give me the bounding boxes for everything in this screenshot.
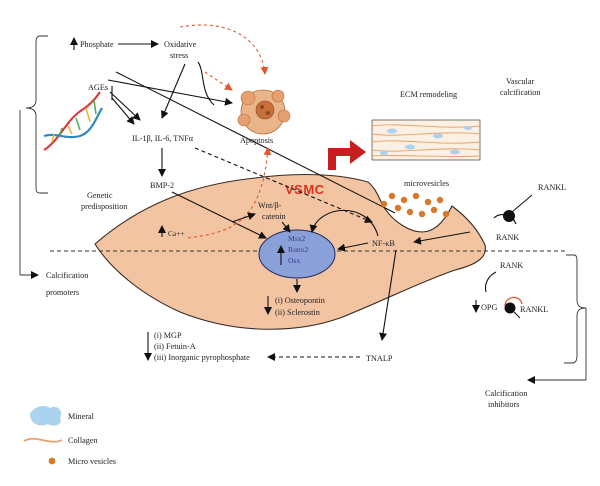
interleukins-label: IL-1β, IL-6, TNFα	[132, 134, 194, 143]
calcium-to-wnt	[231, 212, 256, 223]
rankl-top-label: RANKL	[538, 183, 566, 192]
red-thick-arrow	[328, 140, 366, 170]
genetic-label-2: predisposition	[81, 202, 127, 211]
mgp-label: (i) MGP	[154, 331, 182, 340]
inhibitors-label-2: inhibitors	[488, 400, 519, 409]
nfkb-to-nucleus	[337, 242, 369, 252]
promoters-bracket	[25, 35, 48, 194]
apoptosis-label: Apoptosis	[240, 136, 273, 145]
ages-long-line	[115, 71, 396, 214]
tnalp-label: TNALP	[366, 354, 393, 363]
vascular-label-2: calcification	[500, 88, 540, 97]
bmp2-to-nucleus	[171, 191, 267, 239]
calcium-label: Ca++	[168, 229, 185, 238]
oxidative-to-apoptosis-dashed	[204, 71, 233, 91]
wnt-label-2: catenin	[262, 212, 286, 221]
ages-label: AGEs	[88, 83, 108, 92]
legend-micro-vesicles: Micro vesicles	[68, 457, 116, 466]
vascular-label-1: Vascular	[506, 77, 534, 86]
nfkb-label: NF-κB	[372, 239, 395, 248]
sclerostin-label: (ii) Sclerostin	[275, 308, 320, 317]
wnt-to-nucleus	[281, 221, 291, 233]
collagen-legend-icon	[23, 437, 63, 443]
receptor-icon	[493, 194, 533, 225]
osx-label: Osx	[288, 256, 300, 265]
inhibitors-bracket	[564, 254, 587, 364]
il-to-nfkb-dashed	[194, 147, 373, 223]
mineral-legend-icon	[30, 406, 62, 426]
microvesicles-label: microvesicles	[404, 179, 449, 188]
rankl-mid-label: RANKL	[520, 305, 548, 314]
legend-collagen: Collagen	[68, 436, 98, 445]
promoters-label-2: promoters	[46, 288, 79, 297]
bmp2-label: BMP-2	[150, 181, 174, 190]
ages-to-il-left	[111, 97, 135, 125]
microvesicles-cluster	[380, 192, 450, 218]
dna-helix-icon	[43, 91, 103, 151]
legend-mineral: Mineral	[68, 412, 95, 421]
oxidative-label-1: Oxidative	[164, 40, 197, 49]
rank-to-nfkb	[413, 231, 471, 245]
oxidative-to-il	[161, 63, 186, 119]
oxidative-label-2: stress	[170, 51, 188, 60]
rank-top-label: RANK	[496, 233, 519, 242]
genetic-label-1: Genetic	[87, 191, 113, 200]
inhibitors-label-1: Calcification	[485, 389, 527, 398]
opg-label: OPG	[481, 303, 497, 312]
runx2-label: Runx2	[288, 245, 308, 254]
rank-receptor-icon	[484, 271, 497, 293]
osteopontin-label: (i) Osteopontin	[275, 296, 325, 305]
legend: Mineral Collagen Micro vesicles	[23, 406, 116, 466]
phosphate-to-apoptosis-dashed	[179, 24, 269, 75]
msx2-label: Msx2	[288, 234, 306, 243]
calcium-to-apoptosis-dashed	[187, 147, 272, 239]
ages-to-il	[109, 91, 141, 121]
rank-mid-label: RANK	[500, 261, 523, 270]
apoptotic-cell-icon	[237, 89, 291, 135]
pyrophosphate-label: (iii) Inorganic pyrophosphate	[154, 353, 250, 362]
fetuin-label: (ii) Fetuin-A	[154, 342, 196, 351]
oxidative-squiggle	[197, 61, 215, 106]
wnt-label-1: Wnt/β-	[258, 201, 282, 210]
opg-rankl-icon	[504, 296, 523, 319]
nfkb-to-tnalp	[379, 249, 397, 341]
ecm-label: ECM remodeling	[400, 90, 457, 99]
promoters-label-1: Calcification	[46, 271, 88, 280]
phosphate-label: Phosphate	[80, 40, 114, 49]
micro-vesicle-legend-icon	[48, 457, 56, 465]
ages-to-apoptosis	[107, 79, 233, 106]
nfkb-to-nucleus-curve	[309, 209, 379, 237]
nucleus	[258, 229, 336, 279]
vsmc-label: VSMC	[285, 182, 325, 197]
vessel-wall-icon	[371, 119, 481, 161]
